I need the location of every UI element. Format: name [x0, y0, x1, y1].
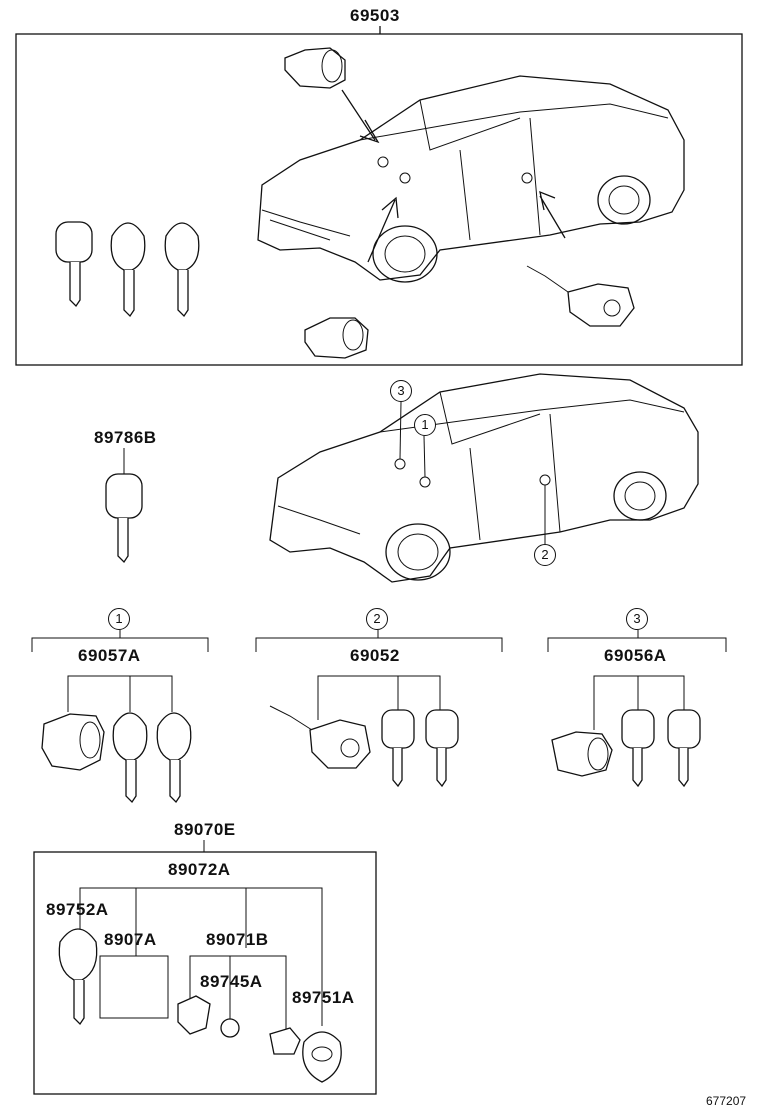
car-middle-illustration — [269, 373, 699, 583]
callout-1-set: 1 — [108, 608, 130, 630]
top-parts — [55, 47, 635, 359]
label-69503: 69503 — [350, 6, 400, 25]
key-89786B-illustration — [105, 448, 143, 564]
callout-3-car: 3 — [390, 380, 412, 402]
label-89752A: 89752A — [46, 900, 109, 919]
set-69503-frame — [15, 33, 743, 366]
callout-1-car: 1 — [414, 414, 436, 436]
callout-3-set: 3 — [626, 608, 648, 630]
assy-89070E-frame — [33, 840, 377, 1095]
car-top-illustration — [257, 75, 685, 283]
set-parts — [41, 705, 701, 804]
reference-number: 677207 — [706, 1094, 747, 1108]
callout-2-car: 2 — [534, 544, 556, 566]
label-89786B: 89786B — [94, 428, 157, 447]
label-8907A: 8907A — [104, 930, 157, 949]
label-89070E: 89070E — [174, 820, 236, 839]
label-69057A: 69057A — [78, 646, 141, 665]
label-89751A: 89751A — [292, 988, 355, 1007]
label-89072A: 89072A — [168, 860, 231, 879]
label-89071B: 89071B — [206, 930, 269, 949]
label-69056A: 69056A — [604, 646, 667, 665]
label-89745A: 89745A — [200, 972, 263, 991]
set-brackets — [31, 630, 727, 730]
label-69052: 69052 — [350, 646, 400, 665]
callout-2-set: 2 — [366, 608, 388, 630]
